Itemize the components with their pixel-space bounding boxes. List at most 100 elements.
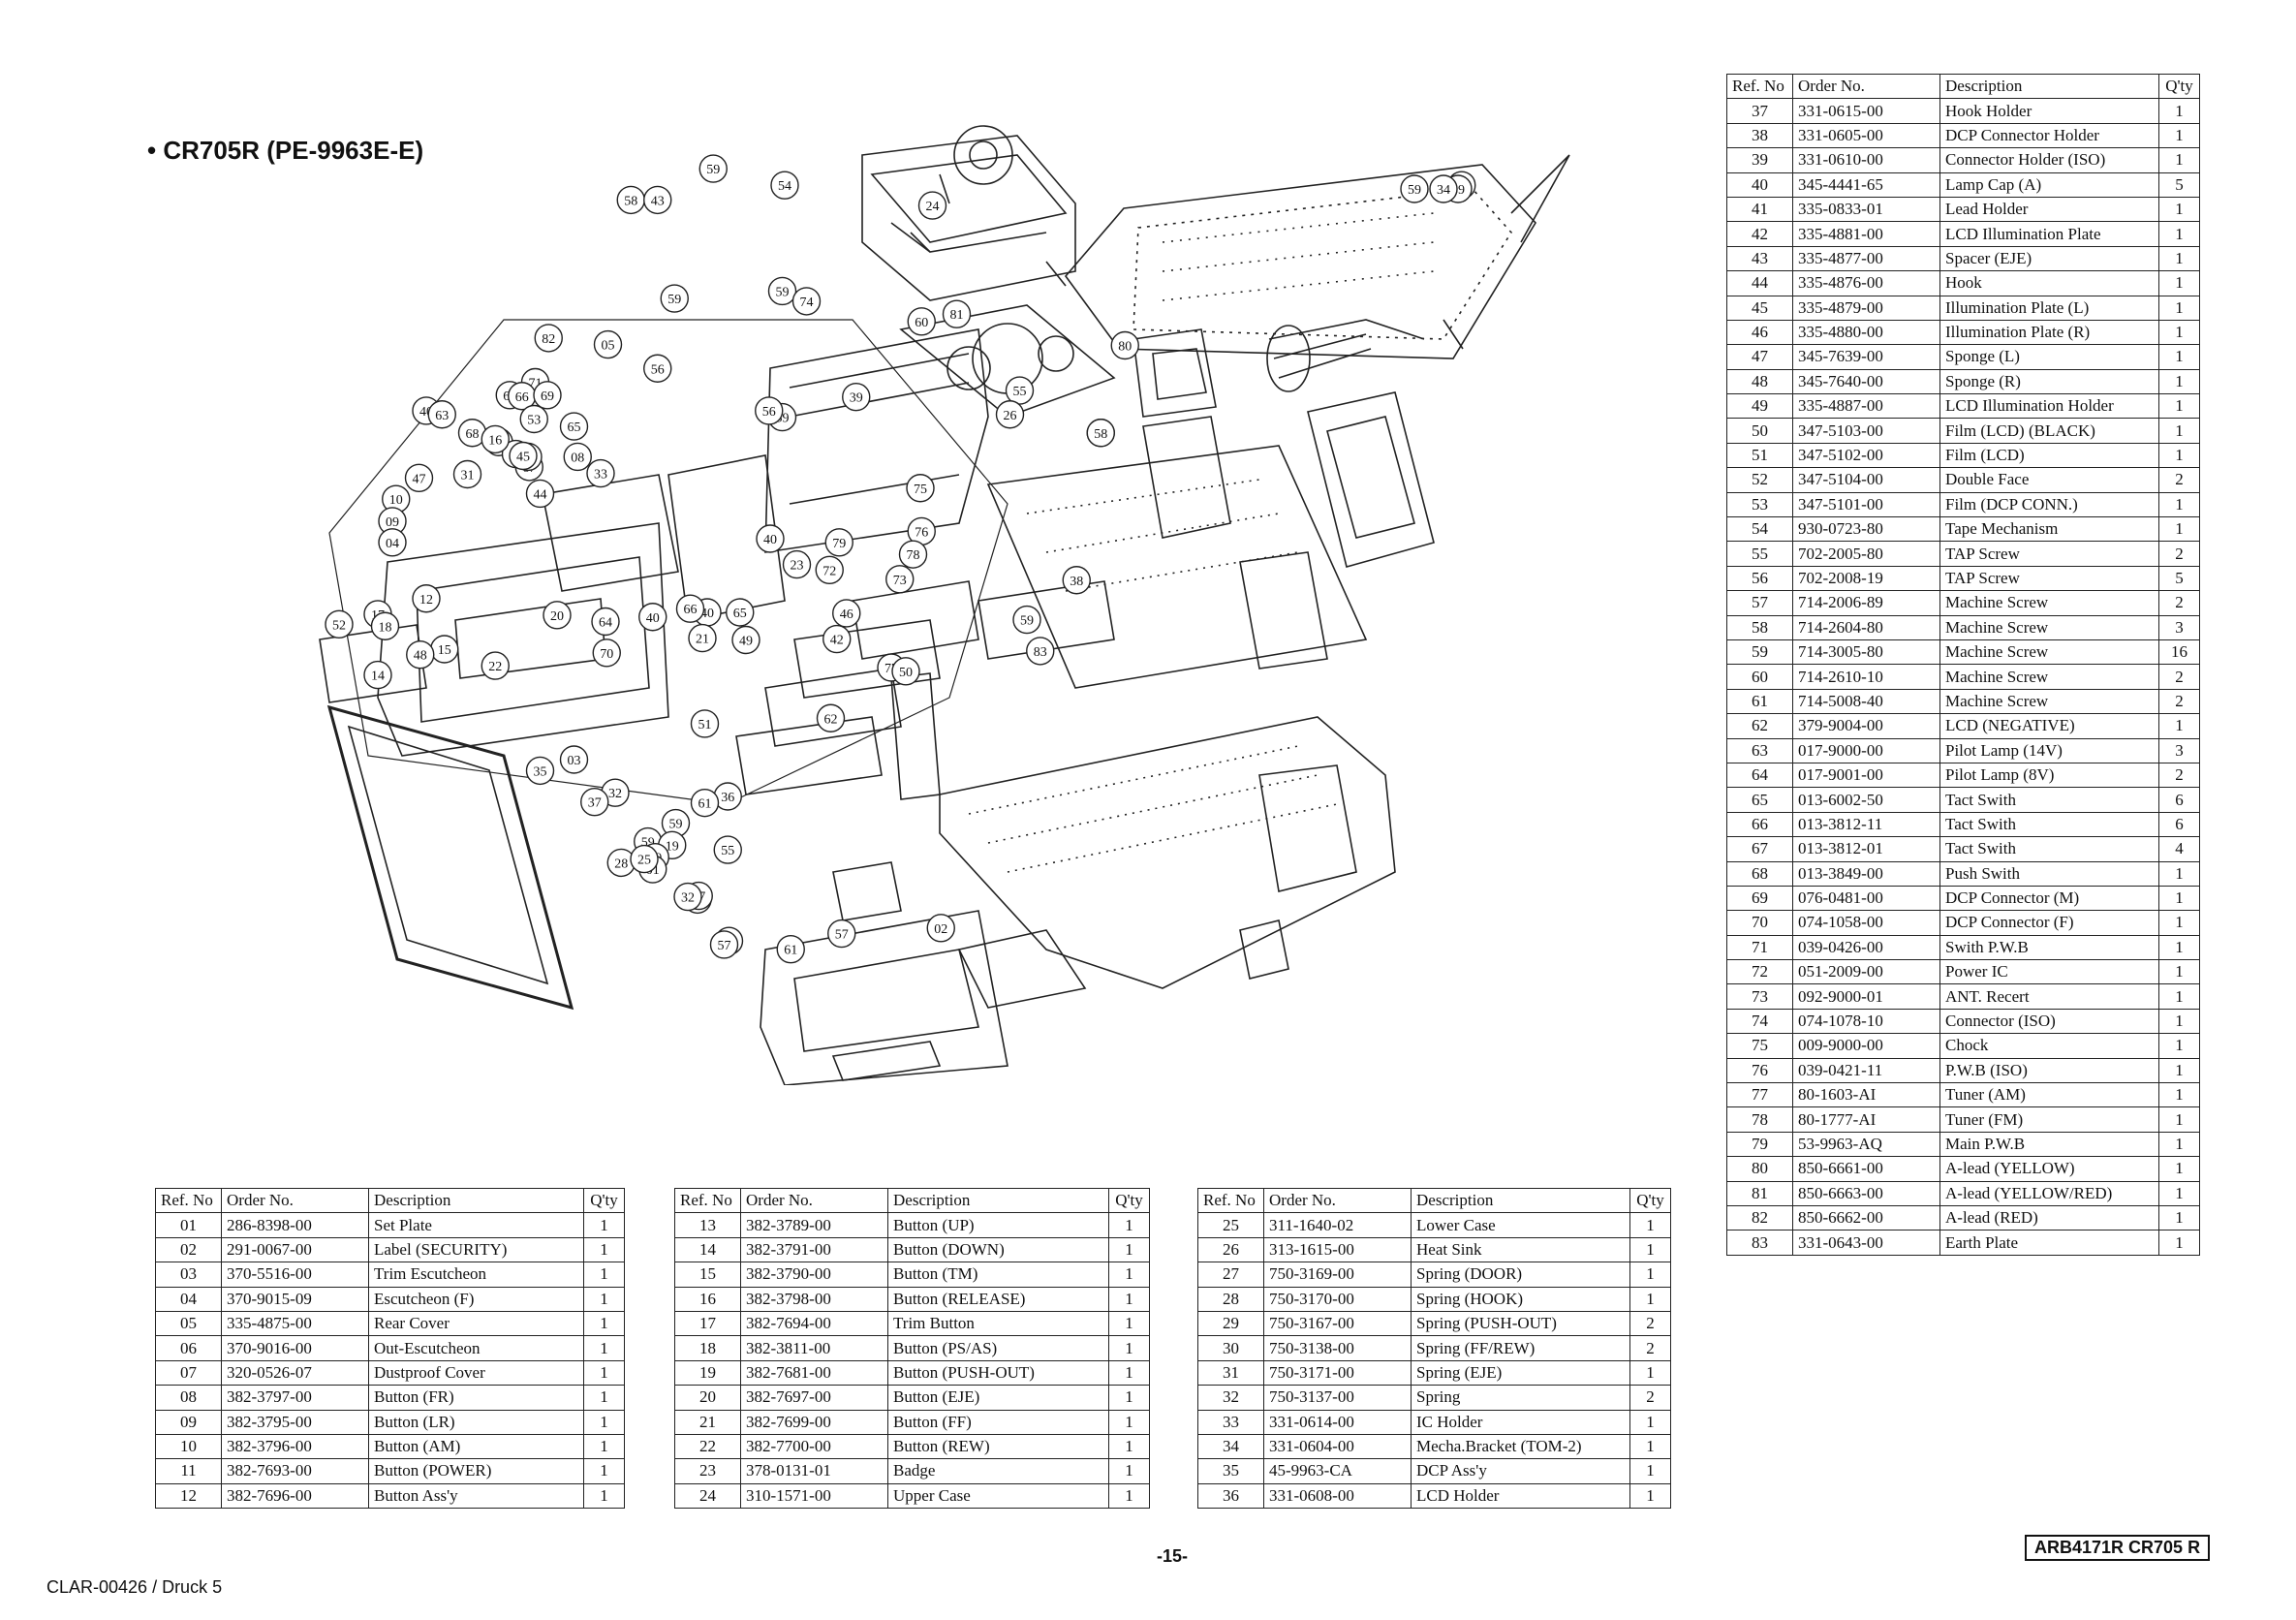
callout-label: 03	[568, 754, 581, 768]
qty-cell: 1	[2158, 344, 2200, 370]
qty-cell: 1	[1108, 1310, 1150, 1337]
callout-54: 54	[770, 171, 799, 200]
order-no-cell: 009-9000-00	[1792, 1033, 1940, 1059]
qty-cell: 1	[2158, 221, 2200, 247]
ref-cell: 22	[674, 1433, 741, 1460]
ref-cell: 75	[1726, 1033, 1793, 1059]
callout-label: 59	[669, 818, 683, 832]
order-no-cell: 291-0067-00	[221, 1236, 369, 1263]
qty-cell: 1	[1108, 1385, 1150, 1411]
qty-cell: 1	[2158, 1180, 2200, 1206]
callout-label: 68	[466, 427, 480, 442]
qty-cell: 1	[1629, 1409, 1671, 1435]
callout-label: 82	[542, 332, 555, 347]
ref-cell: 15	[674, 1262, 741, 1288]
description-cell: IC Holder	[1411, 1409, 1630, 1435]
callout-61: 61	[690, 788, 720, 818]
ref-cell: 61	[1726, 688, 1793, 715]
ref-cell: 13	[674, 1212, 741, 1238]
ref-cell: 04	[155, 1286, 222, 1312]
ref-cell: 77	[1726, 1082, 1793, 1108]
callout-26: 26	[995, 400, 1025, 429]
qty-cell: 1	[583, 1359, 625, 1386]
qty-cell: 1	[2158, 1230, 2200, 1256]
ref-cell: 83	[1726, 1230, 1793, 1256]
qty-cell: 1	[1629, 1359, 1671, 1386]
callout-label: 57	[718, 939, 731, 953]
ref-cell: 46	[1726, 319, 1793, 346]
description-cell: Tact Swith	[1939, 787, 2159, 813]
callout-40: 40	[638, 603, 667, 632]
callout-12: 12	[412, 584, 441, 613]
order-no-cell: 347-5101-00	[1792, 491, 1940, 518]
description-cell: Spring (PUSH-OUT)	[1411, 1310, 1630, 1337]
callout-label: 59	[706, 163, 720, 177]
order-no-cell: 750-3170-00	[1263, 1286, 1412, 1312]
ref-cell: 40	[1726, 171, 1793, 198]
order-no-cell: 331-0614-00	[1263, 1409, 1412, 1435]
callout-label: 33	[594, 468, 607, 483]
description-cell: Button (RELEASE)	[887, 1286, 1109, 1312]
description-cell: Tact Swith	[1939, 811, 2159, 838]
col-header-order: Order No.	[1792, 73, 1940, 100]
callout-label: 24	[926, 200, 940, 214]
ref-cell: 44	[1726, 270, 1793, 296]
callout-24: 24	[917, 191, 947, 220]
description-cell: Button (PS/AS)	[887, 1335, 1109, 1361]
callout-46: 46	[832, 599, 861, 628]
qty-cell: 1	[583, 1482, 625, 1510]
qty-cell: 1	[2158, 1106, 2200, 1133]
callout-21: 21	[688, 623, 717, 653]
order-no-cell: 382-7699-00	[740, 1409, 888, 1435]
callout-04: 04	[378, 528, 407, 557]
order-no-cell: 347-5103-00	[1792, 418, 1940, 444]
description-cell: Dustproof Cover	[368, 1359, 584, 1386]
callout-33: 33	[586, 458, 615, 488]
callout-label: 44	[534, 487, 547, 502]
ref-cell: 41	[1726, 196, 1793, 223]
callout-72: 72	[815, 555, 844, 584]
col-header-qty: Q'ty	[583, 1187, 625, 1214]
order-no-cell: 092-9000-01	[1792, 983, 1940, 1010]
description-cell: Button (AM)	[368, 1433, 584, 1460]
callout-label: 58	[1094, 427, 1107, 442]
order-no-cell: 750-3137-00	[1263, 1385, 1412, 1411]
description-cell: Mecha.Bracket (TOM-2)	[1411, 1433, 1630, 1460]
table-header-row: Ref. No Order No. Description Q'ty	[1726, 73, 2200, 100]
callout-label: 54	[778, 179, 791, 194]
callout-65: 65	[726, 598, 755, 627]
callout-69: 69	[533, 381, 562, 410]
description-cell: Spring (DOOR)	[1411, 1262, 1630, 1288]
description-cell: DCP Ass'y	[1411, 1458, 1630, 1484]
description-cell: Button Ass'y	[368, 1482, 584, 1510]
order-no-cell: 382-3791-00	[740, 1236, 888, 1263]
callout-55: 55	[713, 835, 742, 864]
callout-38: 38	[1062, 566, 1091, 595]
ref-cell: 27	[1197, 1262, 1264, 1288]
description-cell: Pilot Lamp (14V)	[1939, 737, 2159, 763]
callout-25: 25	[630, 844, 659, 874]
callout-63: 63	[427, 400, 456, 429]
qty-cell: 1	[2158, 98, 2200, 124]
ref-cell: 78	[1726, 1106, 1793, 1133]
description-cell: Swith P.W.B	[1939, 934, 2159, 961]
callout-56: 56	[643, 354, 672, 383]
order-no-cell: 714-2604-80	[1792, 614, 1940, 640]
callout-label: 23	[791, 559, 804, 574]
description-cell: Sponge (L)	[1939, 344, 2159, 370]
callout-label: 59	[1408, 183, 1421, 198]
